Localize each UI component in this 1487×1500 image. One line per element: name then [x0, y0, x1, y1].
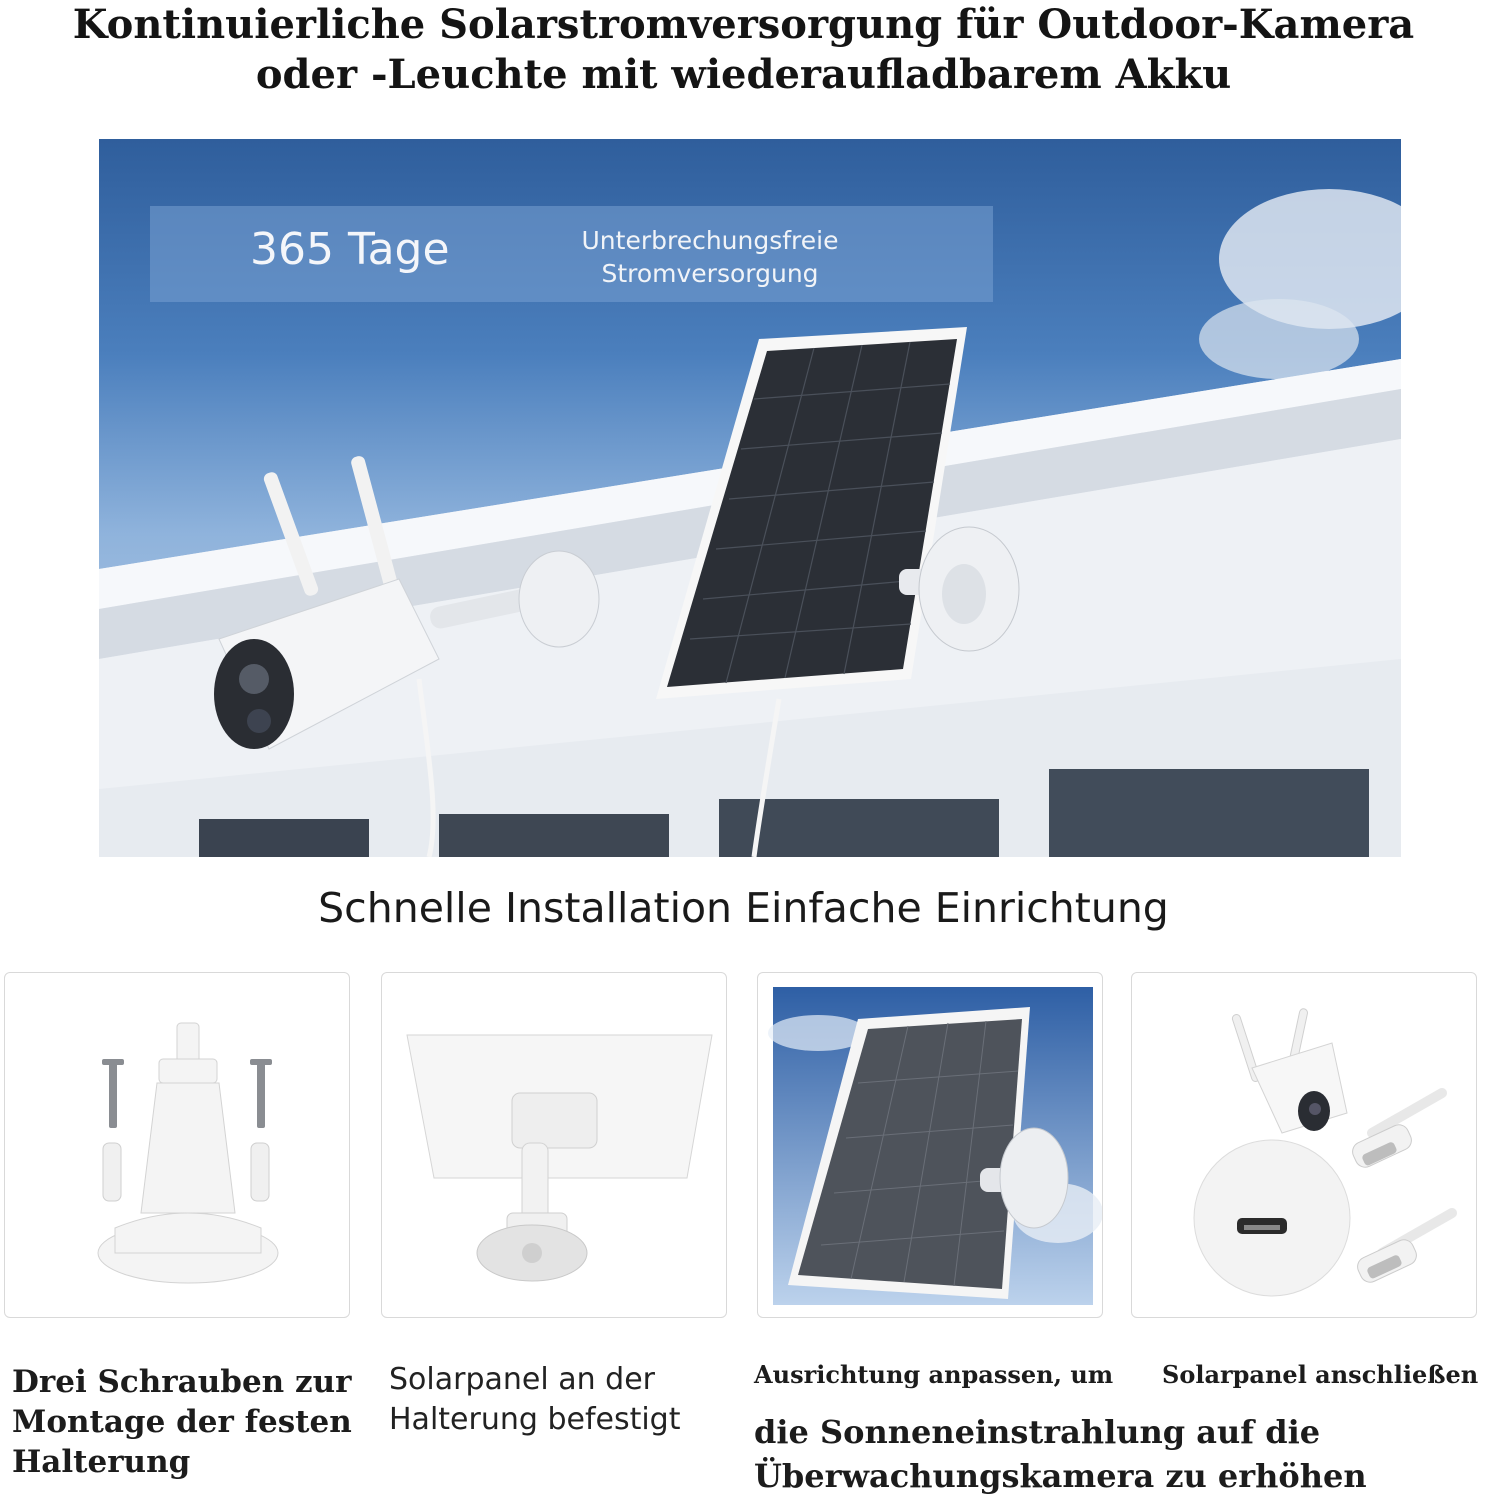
solar-panel-back-icon [406, 1034, 713, 1282]
hero-photo: 365 Tage Unterbrechungsfreie Stromversor… [99, 139, 1401, 857]
title-line-2: oder -Leuchte mit wiederaufladbarem Akku [255, 51, 1232, 98]
caption-1-line-1: Drei Schrauben zur [12, 1364, 352, 1400]
caption-3-line-1: die Sonneneinstrahlung auf die [754, 1413, 1321, 1451]
solar-panel-adjust-icon [768, 987, 1102, 1305]
caption-connect-top: Solarpanel anschließen [1162, 1360, 1479, 1389]
hero-illustration [99, 189, 1401, 857]
card-connect-cable [1131, 972, 1477, 1318]
card-panel-back [381, 972, 727, 1318]
caption-1-line-2: Montage der festen [12, 1404, 352, 1440]
security-camera-icon [214, 456, 600, 750]
wall-mount-icon [899, 526, 1020, 652]
caption-adjust-bottom: die Sonneneinstrahlung auf die Überwachu… [754, 1410, 1367, 1498]
screw-icon [97, 1022, 279, 1284]
badge-text: Unterbrechungsfreie Stromversorgung [530, 224, 890, 290]
badge-text-line-2: Stromversorgung [601, 259, 819, 288]
hero-badge: 365 Tage Unterbrechungsfreie Stromversor… [150, 206, 993, 302]
section-subtitle: Schnelle Installation Einfache Einrichtu… [318, 884, 1169, 932]
badge-text-line-1: Unterbrechungsfreie [581, 226, 839, 255]
caption-1-line-3: Halterung [12, 1444, 191, 1480]
card-adjust-angle [757, 972, 1103, 1318]
caption-2-line-2: Halterung befestigt [389, 1402, 681, 1437]
badge-days: 365 Tage [250, 224, 450, 275]
page-title: Kontinuierliche Solarstromversorgung für… [0, 0, 1487, 100]
usb-cable-icon [1193, 1008, 1457, 1297]
caption-panel-attached: Solarpanel an der Halterung befestigt [389, 1360, 681, 1440]
caption-3-line-2: Überwachungskamera zu erhöhen [754, 1457, 1367, 1495]
caption-mount-screws: Drei Schrauben zur Montage der festen Ha… [12, 1362, 352, 1482]
caption-2-line-1: Solarpanel an der [389, 1362, 655, 1397]
caption-adjust-top: Ausrichtung anpassen, um [754, 1360, 1114, 1389]
card-mount-screws [4, 972, 350, 1318]
title-line-1: Kontinuierliche Solarstromversorgung für… [72, 1, 1415, 48]
solar-panel-icon [656, 327, 967, 699]
